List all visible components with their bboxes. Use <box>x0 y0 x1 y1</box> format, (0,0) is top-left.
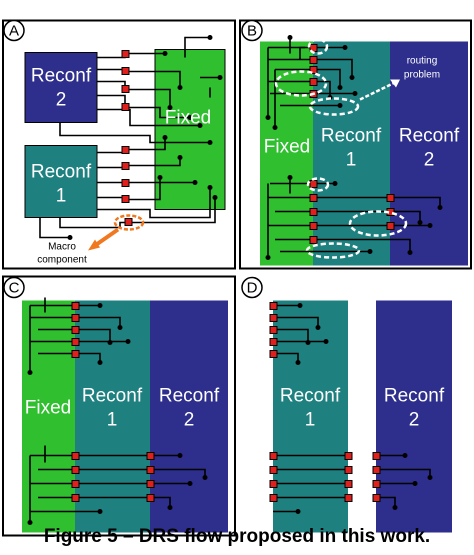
panel-c-badge-label: C <box>9 280 20 297</box>
panel-d-wiring <box>273 304 431 513</box>
panel-c-reconf2-label: Reconf <box>159 386 220 407</box>
panel-d-reconf1-region <box>273 300 348 533</box>
panel-c: Fixed Reconf 1 Reconf 2 C <box>2 275 236 537</box>
panel-c-pins <box>27 303 208 525</box>
panel-a-ports-bottom <box>121 146 130 203</box>
panel-d-ports <box>269 302 381 502</box>
panel-a-badge-label: A <box>9 23 19 40</box>
panel-a: Reconf 2 Fixed Reconf 1 Macro component … <box>2 19 236 270</box>
panel-b-routing-label: routing <box>407 56 438 67</box>
panel-a-badge <box>3 19 25 42</box>
panel-b-routing-label-2: problem <box>404 70 440 81</box>
panel-a-reconf2-label: Reconf <box>31 66 92 87</box>
panel-b-reconf1-label: Reconf <box>321 126 382 147</box>
panel-c-ports-top <box>71 302 80 358</box>
panel-c-reconf1-number: 1 <box>107 410 118 431</box>
panel-d-reconf2-region <box>376 300 452 533</box>
panel-d-pins <box>295 303 433 514</box>
panel-a-fixed-label: Fixed <box>165 108 211 129</box>
panel-b-reconf2-label: Reconf <box>399 126 460 147</box>
panel-a-reconf1-number: 1 <box>56 186 67 207</box>
panel-a-fixed-region <box>154 49 226 210</box>
panel-d-badge-label: D <box>247 280 258 297</box>
panel-d-reconf2-label: Reconf <box>384 386 445 407</box>
panel-d: Reconf 1 Reconf 2 D <box>241 276 452 533</box>
panel-a-reconf1-label: Reconf <box>31 162 92 183</box>
panel-b-fixed-label: Fixed <box>264 137 310 158</box>
figure-caption: Figure 5 – DRS flow proposed in this wor… <box>43 526 431 547</box>
panel-c-reconf1-region <box>75 300 150 533</box>
panel-c-ports-bottom <box>71 452 155 502</box>
panel-d-badge <box>241 276 263 299</box>
panel-c-reconf2-number: 2 <box>184 410 195 431</box>
panel-b-fixed-region <box>260 41 313 266</box>
panel-b-badge <box>241 19 263 42</box>
panel-b-routing-highlights <box>274 38 408 259</box>
panel-a-macro-highlight <box>113 214 145 231</box>
panel-a-macro-label-2: component <box>37 255 87 266</box>
panel-a-ports-top <box>121 50 130 111</box>
panel-a-reconf1-region <box>24 145 98 218</box>
panel-d-reconf1-number: 1 <box>305 410 316 431</box>
panel-a-macro-label: Macro <box>48 242 76 253</box>
panel-a-frame <box>2 19 236 270</box>
panel-c-fixed-region <box>22 300 75 533</box>
panel-b-badge-label: B <box>247 23 257 40</box>
panel-c-fixed-label: Fixed <box>25 398 71 419</box>
panel-d-reconf1-label: Reconf <box>280 386 341 407</box>
panel-b-pins <box>265 35 443 260</box>
panel-c-badge <box>3 276 25 299</box>
panel-b-reconf1-number: 1 <box>346 150 357 171</box>
panel-b-ports-bottom <box>309 180 395 244</box>
panel-b: routing problem Fixed Reconf 1 Reconf 2 … <box>239 19 472 270</box>
panel-b-reconf2-region <box>390 41 468 266</box>
panel-b-reconf2-number: 2 <box>424 150 435 171</box>
panel-a-reconf2-region <box>24 52 98 123</box>
panel-a-reconf2-number: 2 <box>56 90 67 111</box>
panel-a-macro-arrow <box>93 227 120 248</box>
panel-a-pins <box>67 35 223 240</box>
panel-d-reconf2-number: 2 <box>409 410 420 431</box>
panel-b-frame <box>239 19 472 270</box>
panel-c-frame <box>2 275 236 537</box>
panel-c-reconf2-region <box>150 300 228 533</box>
panel-c-reconf1-label: Reconf <box>82 386 143 407</box>
